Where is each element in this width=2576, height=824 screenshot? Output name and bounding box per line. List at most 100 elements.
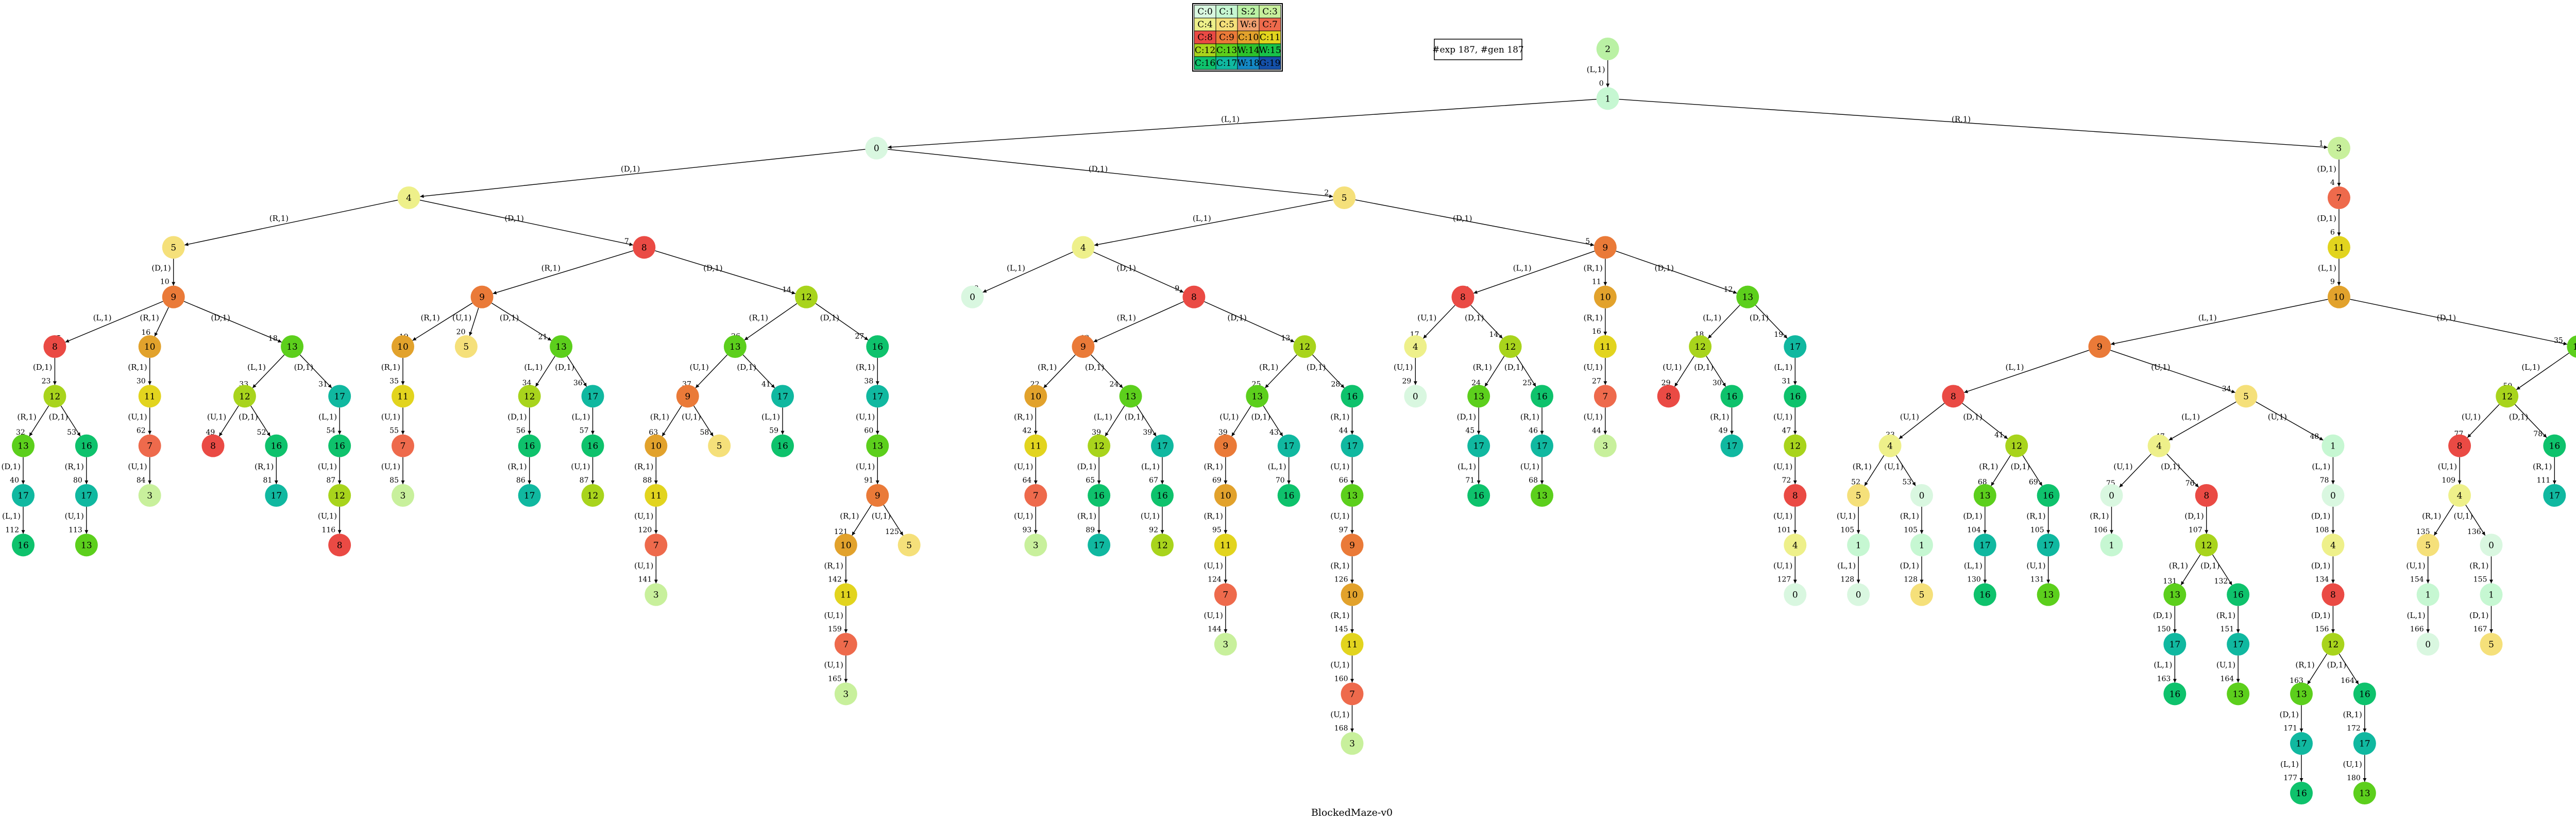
- tree-node: [2543, 484, 2566, 507]
- node-cell-label: 17: [1726, 441, 1738, 452]
- legend-label: C:8: [1197, 32, 1213, 43]
- expansion-order-label: 30: [137, 377, 146, 385]
- edge-arrowhead: [2004, 435, 2008, 439]
- edge-action-label: (L,1): [1774, 363, 1792, 372]
- edge-arrowhead: [2181, 581, 2184, 586]
- expansion-order-label: 39: [1143, 428, 1152, 437]
- edge-action-label: (D,1): [2184, 511, 2204, 521]
- expansion-order-label: 101: [1777, 526, 1791, 534]
- edge-arrowhead: [1119, 384, 1123, 388]
- node-cell-label: 2: [1605, 44, 1611, 55]
- tree-node: [1596, 38, 1619, 60]
- node-cell-label: 4: [2156, 441, 2162, 452]
- tree-edge: [2119, 454, 2151, 488]
- tree-node: [1119, 385, 1142, 408]
- tree-edge: [29, 405, 49, 437]
- expansion-order-label: 141: [638, 576, 652, 584]
- node-cell-label: 11: [1600, 342, 1611, 352]
- edge-arrowhead: [2173, 679, 2177, 683]
- expansion-order-label: 84: [137, 476, 146, 485]
- tree-node: [2327, 136, 2350, 160]
- edge-action-label: (U,1): [690, 363, 709, 372]
- edge-action-label: (L,1): [2407, 611, 2426, 620]
- tree-edge: [2465, 505, 2486, 536]
- expansion-order-label: 142: [828, 576, 842, 584]
- node-cell-label: 0: [970, 293, 975, 303]
- expansion-order-label: 93: [1023, 526, 1032, 534]
- tree-edges: (L,1)0(L,1)1(D,1)3(R,1)6(D,1)10(L,1)15(D…: [1, 60, 2569, 782]
- expansion-order-label: 21: [538, 333, 548, 341]
- tree-node: [2321, 583, 2345, 606]
- tree-node: [43, 335, 66, 358]
- edge-arrowhead: [654, 480, 658, 484]
- edge-arrowhead: [1793, 431, 1797, 435]
- edge-arrowhead: [337, 530, 342, 534]
- tree-node: [1467, 484, 1490, 507]
- tree-node: [1910, 534, 1933, 557]
- edge-action-label: (U,1): [682, 413, 701, 422]
- edge-arrowhead: [2489, 579, 2493, 583]
- edge-action-label: (D,1): [2509, 413, 2529, 422]
- expansion-order-label: 132: [2214, 577, 2228, 586]
- edge-action-label: (R,1): [65, 462, 84, 471]
- edge-arrowhead: [1160, 530, 1164, 534]
- edge-arrowhead: [2481, 531, 2485, 536]
- edge-action-label: (D,1): [2327, 660, 2347, 670]
- node-cell-label: 7: [1602, 391, 1608, 402]
- edge-arrowhead: [875, 381, 879, 385]
- edge-arrowhead: [2046, 530, 2050, 534]
- edge-action-label: (R,1): [140, 313, 159, 322]
- tree-node: [771, 434, 794, 457]
- tree-node: [75, 484, 98, 507]
- expansion-order-label: 70: [1276, 476, 1285, 485]
- node-cell-label: 3: [653, 590, 659, 600]
- edge-arrowhead: [2552, 480, 2556, 484]
- tree-node: [645, 583, 668, 606]
- expansion-order-label: 31: [318, 380, 328, 388]
- tree-node: [1973, 484, 1996, 507]
- expansion-order-label: 55: [389, 427, 399, 435]
- edge-action-label: (U,1): [2151, 363, 2170, 372]
- edge-action-label: (D,1): [1227, 313, 1247, 322]
- edge-arrowhead: [1413, 381, 1417, 385]
- edge-action-label: (L,1): [2, 511, 21, 521]
- node-cell-label: 17: [2296, 739, 2307, 749]
- edge-action-label: (D,1): [2161, 462, 2180, 471]
- edge-arrowhead: [2563, 341, 2567, 346]
- edge-arrowhead: [2228, 581, 2232, 586]
- edge-action-label: (U,1): [1219, 413, 1239, 422]
- edge-action-label: (R,1): [856, 363, 875, 372]
- edge-action-label: (R,1): [2469, 561, 2488, 571]
- tree-edge: [299, 354, 332, 388]
- tree-node: [1594, 385, 1617, 408]
- node-cell-label: 12: [1505, 342, 1516, 352]
- expansion-order-label: 27: [855, 332, 864, 340]
- edge-action-label: (U,1): [2113, 462, 2132, 471]
- legend-swatch: [1259, 18, 1281, 31]
- edge-action-label: (R,1): [1259, 363, 1278, 372]
- tree-edge: [535, 356, 555, 387]
- node-cell-label: 12: [49, 391, 61, 402]
- edge-arrowhead: [148, 431, 152, 435]
- edge-arrowhead: [2299, 728, 2303, 732]
- edge-action-label: (U,1): [2216, 660, 2235, 670]
- edge-arrowhead: [148, 381, 152, 385]
- tree-node: [645, 484, 668, 507]
- node-cell-label: 9: [1080, 342, 1086, 352]
- edge-arrowhead: [2363, 778, 2367, 782]
- expansion-order-label: 113: [69, 526, 82, 534]
- edge-action-label: (R,1): [1710, 413, 1729, 422]
- node-cell-label: 16: [2296, 788, 2307, 799]
- expansion-order-label: 159: [828, 625, 842, 633]
- expansion-order-label: 41: [761, 380, 771, 388]
- legend-label: C:5: [1219, 20, 1234, 30]
- node-cell-label: 5: [906, 540, 912, 551]
- node-cell-label: 12: [587, 491, 599, 501]
- expansion-order-label: 168: [1334, 725, 1348, 733]
- edge-arrowhead: [2467, 434, 2471, 438]
- edge-arrowhead: [844, 679, 848, 683]
- expansion-order-label: 106: [2094, 526, 2108, 534]
- node-cell-label: 13: [2296, 689, 2307, 699]
- tree-edge: [2168, 401, 2236, 441]
